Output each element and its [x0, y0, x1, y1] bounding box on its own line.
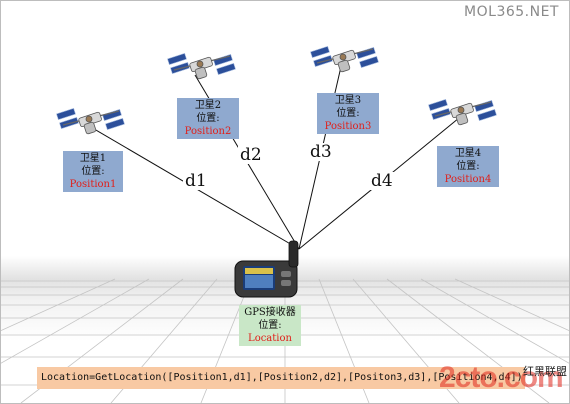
satellite-3-pos-label: 位置: — [336, 108, 360, 119]
satellite-2-label: 卫星2 位置: Position2 — [177, 98, 239, 139]
satellite-2-name: 卫星2 — [194, 100, 222, 111]
satellite-1-name: 卫星1 — [79, 153, 107, 164]
site-logo: 2cto.com 红黑联盟 — [439, 361, 567, 401]
satellite-4-position: Position4 — [444, 174, 492, 185]
logo-main-text: 2cto.com — [439, 361, 564, 394]
satellite-3-label: 卫星3 位置: Position3 — [317, 93, 379, 134]
satellite-1-icon — [55, 107, 126, 136]
satellite-4-icon — [427, 98, 498, 127]
satellite-1-label: 卫星1 位置: Position1 — [63, 151, 123, 192]
satellite-3-position: Position3 — [324, 121, 372, 132]
satellite-2-pos-label: 位置: — [196, 113, 220, 124]
gps-receiver-label: GPS接收器 位置: Location — [239, 305, 301, 346]
satellite-4-pos-label: 位置: — [456, 161, 480, 172]
distance-label-d1: d1 — [183, 171, 209, 191]
satellite-4-name: 卫星4 — [454, 148, 482, 159]
formula-text: Location=GetLocation([Position1,d1],[Pos… — [37, 367, 525, 389]
distance-label-d2: d2 — [238, 145, 264, 165]
satellite-1-position: Position1 — [69, 179, 117, 190]
satellite-4-label: 卫星4 位置: Position4 — [437, 146, 499, 187]
distance-lines — [88, 57, 460, 250]
satellite-2-position: Position2 — [184, 126, 232, 137]
watermark: MOL365.NET — [464, 4, 559, 20]
distance-label-d3: d3 — [308, 142, 334, 162]
gps-receiver-icon — [234, 240, 299, 298]
logo-sub-text: 红黑联盟 — [523, 365, 567, 378]
satellite-3-icon — [309, 45, 380, 74]
gps-receiver-pos-label: 位置: — [258, 320, 282, 331]
distance-label-d4: d4 — [369, 171, 395, 191]
satellite-1-pos-label: 位置: — [81, 166, 105, 177]
gps-receiver-name: GPS接收器 — [244, 307, 296, 318]
satellite-3-name: 卫星3 — [334, 95, 362, 106]
satellite-2-icon — [166, 52, 237, 81]
gps-receiver-position: Location — [248, 333, 292, 344]
